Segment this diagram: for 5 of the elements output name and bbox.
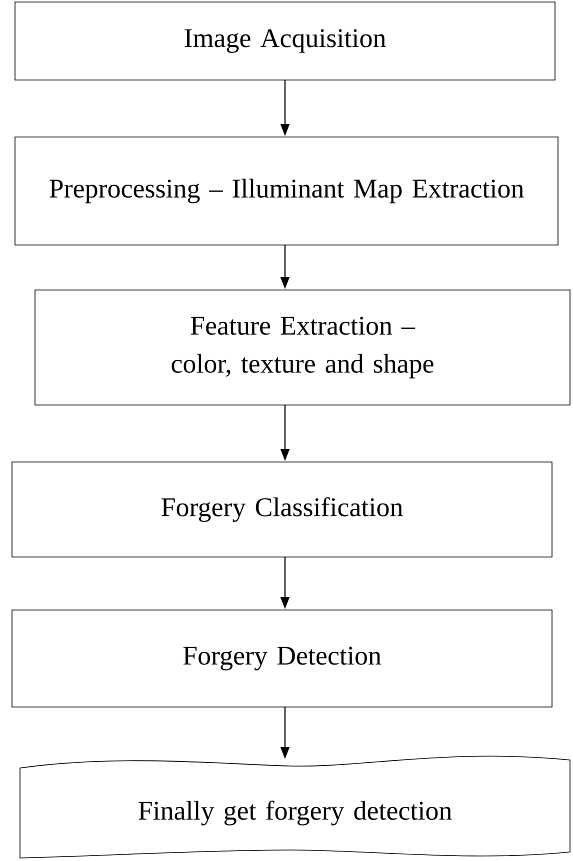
process-box: Forgery Classification [12,462,552,558]
process-box: Preprocessing – Illuminant Map Extraction [14,136,558,246]
process-box: Feature Extraction – color, texture and shape [34,290,570,406]
process-box: Forgery Detection [12,610,552,708]
process-box: Image Acquisition [14,2,556,80]
